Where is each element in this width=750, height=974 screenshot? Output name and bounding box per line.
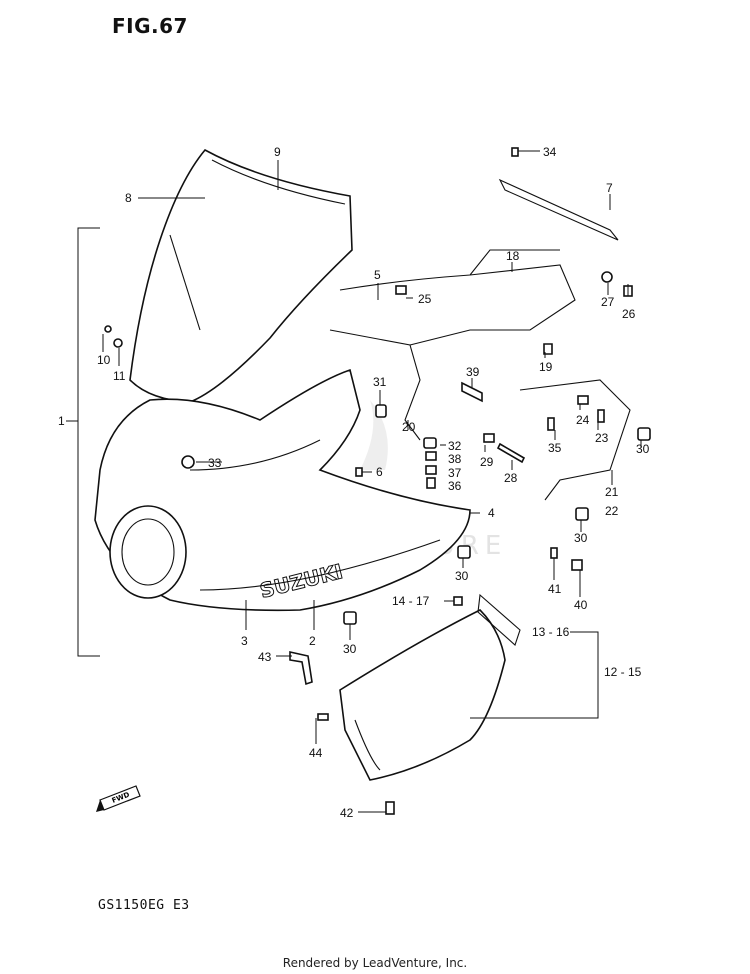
group-bracket-12-15 [470,631,599,719]
group-bracket-1 [77,227,100,657]
fairing-cowl: SUZUKI [94,368,471,612]
callout-38: 38 [448,452,462,466]
leader-lines [66,150,642,813]
under-cowl [339,593,521,781]
bracket-7 [498,178,619,241]
callout-28: 28 [504,471,518,485]
callout-11: 11 [113,369,126,383]
callout-4: 4 [488,506,495,520]
callout-30-a: 30 [636,442,650,456]
windscreen [129,148,353,403]
callout-26: 26 [622,307,636,321]
callout-6: 6 [376,465,383,479]
callout-5: 5 [374,268,381,282]
callout-32: 32 [448,439,462,453]
fairing-stay [329,249,576,441]
hardware [104,147,651,815]
callout-23: 23 [595,431,609,445]
callout-2: 2 [309,634,316,648]
callout-24: 24 [576,413,590,427]
callout-41: 41 [548,582,562,596]
callout-30-c: 30 [455,569,469,583]
callout-7: 7 [606,181,613,195]
callout-39: 39 [466,365,480,379]
callout-19: 19 [539,360,553,374]
callout-14-17: 14 - 17 [392,594,430,608]
bracket-21 [519,379,631,501]
callout-43: 43 [258,650,272,664]
callout-30-d: 30 [343,642,357,656]
callout-31: 31 [373,375,387,389]
callout-21: 21 [605,485,619,499]
callout-35: 35 [548,441,562,455]
callout-20: 20 [402,420,416,434]
figure-title: FIG.67 [112,14,188,38]
callout-27: 27 [601,295,615,309]
callout-33: 33 [208,456,222,470]
callout-25: 25 [418,292,432,306]
callout-29: 29 [480,455,494,469]
model-code: GS1150EG E3 [98,898,190,913]
callout-37: 37 [448,466,462,480]
callout-labels: 1 2 3 5 6 7 8 9 10 11 12 - 15 13 - 16 14… [58,145,650,820]
fwd-arrow-icon: FWD [96,785,141,812]
callout-36: 36 [448,479,462,493]
callout-10: 10 [97,353,111,367]
callout-8: 8 [125,191,132,205]
callout-12-15: 12 - 15 [604,665,642,679]
callout-3: 3 [241,634,248,648]
callout-42: 42 [340,806,354,820]
callout-9: 9 [274,145,281,159]
callout-30-b: 30 [574,531,588,545]
callout-44: 44 [309,746,323,760]
callout-13-16: 13 - 16 [532,625,570,639]
callout-18: 18 [506,249,520,263]
callout-22: 22 [605,504,619,518]
callout-40: 40 [574,598,588,612]
footer-credit: Rendered by LeadVenture, Inc. [282,956,468,970]
callout-1: 1 [58,414,65,428]
callout-34: 34 [543,145,557,159]
